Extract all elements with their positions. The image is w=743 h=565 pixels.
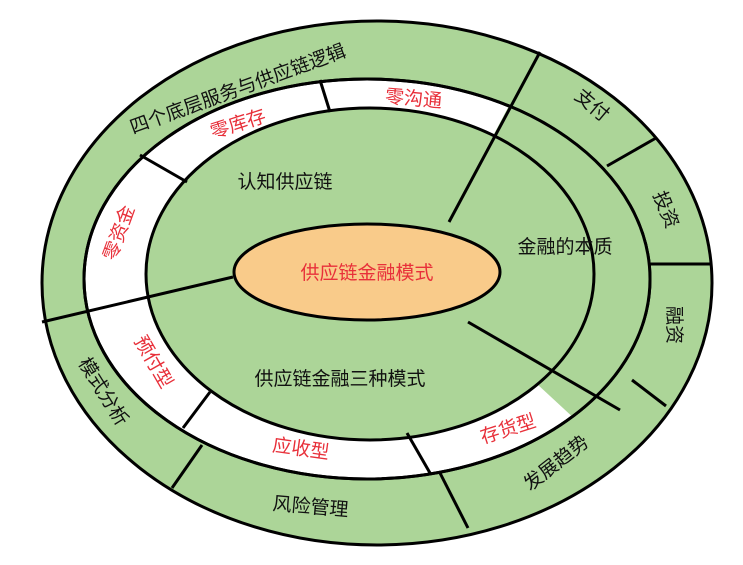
inner-top-label: 认知供应链 <box>237 171 332 193</box>
ring-zero-communication: 零沟通 <box>384 86 443 113</box>
inner-bottom-label: 供应链金融三种模式 <box>254 368 425 390</box>
inner-right-label: 金融的本质 <box>517 236 612 258</box>
center-label: 供应链金融模式 <box>300 262 433 284</box>
outer-financing: 融资 <box>663 306 685 344</box>
center-ellipse <box>232 222 502 322</box>
divider-lines <box>41 51 712 529</box>
